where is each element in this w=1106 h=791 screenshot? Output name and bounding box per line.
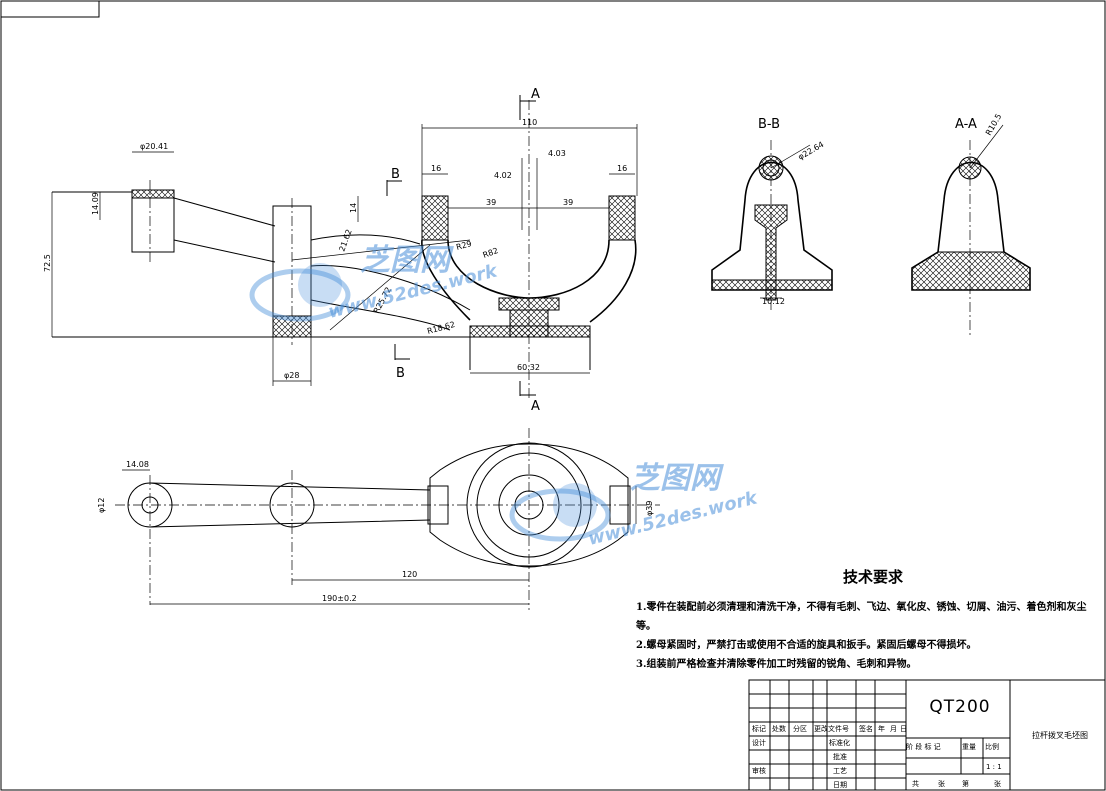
tb-row-review: 审核 (752, 766, 766, 775)
tb-mid-process: 工艺 (833, 767, 847, 775)
dim-r82: R82 (482, 246, 500, 260)
tb-col-sign: 签名 (859, 724, 873, 733)
dim-aa-r105: R10.5 (984, 112, 1003, 137)
dim-1409: 14.09 (91, 192, 100, 215)
dim-top-190: 190±0.2 (322, 594, 357, 603)
dim-403: 4.03 (548, 149, 566, 158)
watermark-logo-1: 芝图网 www.52des.work (249, 243, 500, 323)
dim-r29: R29 (455, 239, 473, 252)
section-a-bottom-label: A (531, 399, 540, 414)
top-view: 14.08 φ12 φ39 120 190±0.2 (97, 428, 660, 610)
tb-col-mark: 标记 (752, 724, 766, 733)
dim-6032: 60.32 (517, 363, 540, 372)
tb-row-design: 设计 (752, 738, 766, 747)
dim-top-phi12: φ12 (97, 498, 106, 513)
dim-14: 14 (349, 203, 358, 213)
dim-16-right: 16 (617, 164, 627, 173)
title-block: 标记 处数 分区 更改文件号 签名 年 月 日 设计 审核 标准化 批准 工艺 … (748, 679, 1106, 791)
tb-mid-approve: 批准 (833, 752, 847, 761)
tb-col-zone: 分区 (793, 724, 807, 733)
title-block-part-name: 拉杆拨叉毛坯图 (1032, 731, 1088, 740)
dim-top-phi39: φ39 (645, 501, 654, 516)
tb-col-docno: 更改文件号 (814, 724, 849, 733)
tb-sheet-unit-a: 张 (938, 779, 945, 788)
tech-requirement-item: 1.零件在装配前必须清理和清洗干净，不得有毛刺、飞边、氧化皮、锈蚀、切屑、油污、… (636, 602, 1087, 632)
tb-col-month: 月 (890, 725, 897, 733)
tb-weight: 重量 (962, 743, 976, 751)
tb-mid-date: 日期 (833, 781, 847, 789)
dim-top-120: 120 (402, 570, 417, 579)
svg-text:www.52des.work: www.52des.work (586, 487, 760, 550)
title-block-material: QT200 (929, 697, 991, 717)
svg-text:芝图网: 芝图网 (360, 243, 454, 278)
dim-r2162: 21.62 (337, 228, 353, 253)
dim-width-top: 110 (522, 118, 537, 127)
tech-requirements-list: 1.零件在装配前必须清理和清洗干净，不得有毛刺、飞边、氧化皮、锈蚀、切屑、油污、… (636, 598, 1096, 674)
section-bb-view: B-B φ22.64 10.12 (711, 117, 833, 310)
dim-bb-1012: 10.12 (762, 297, 785, 306)
section-aa-title: A-A (955, 117, 977, 132)
dim-39-left: 39 (486, 198, 496, 207)
tech-requirement-item: 3.组装前严格检查并清除零件加工时残留的锐角、毛刺和异物。 (636, 659, 917, 670)
tb-sheet-unit-b: 张 (994, 779, 1001, 788)
section-a-top-label: A (531, 87, 540, 102)
front-view: A A B B (43, 87, 638, 414)
dim-top-1408: 14.08 (126, 460, 149, 469)
section-aa-view: A-A R10.5 (911, 112, 1031, 335)
tb-scale: 比例 (985, 742, 999, 751)
tb-scale-value: 1 : 1 (986, 763, 1002, 771)
corner-tag-box (0, 0, 100, 18)
tb-col-day: 日 (900, 725, 907, 733)
section-b-top-label: B (391, 167, 400, 182)
tech-requirements-title: 技术要求 (843, 568, 904, 586)
tb-stage: 阶 段 标 记 (906, 742, 941, 751)
section-bb-title: B-B (758, 117, 780, 132)
dim-16-left: 16 (431, 164, 441, 173)
tech-requirement-item: 2.螺母紧固时，严禁打击或使用不合适的旋具和扳手。紧固后螺母不得损坏。 (636, 640, 977, 651)
dim-phi-2041: φ20.41 (140, 142, 168, 151)
section-b-bottom-label: B (396, 366, 405, 381)
tb-sheet-total: 共 (912, 779, 919, 788)
svg-text:芝图网: 芝图网 (630, 461, 724, 496)
dim-725: 72.5 (43, 254, 52, 272)
tb-sheet-of: 第 (962, 779, 969, 788)
tb-col-year: 年 (878, 724, 885, 733)
dim-r1862: R18.62 (426, 320, 456, 336)
tb-col-count: 处数 (772, 724, 786, 733)
dim-phi28: φ28 (284, 371, 299, 380)
dim-39-right: 39 (563, 198, 573, 207)
dim-402: 4.02 (494, 171, 512, 180)
dim-bb-phi2264: φ22.64 (797, 140, 826, 162)
tb-mid-standard: 标准化 (829, 738, 850, 747)
